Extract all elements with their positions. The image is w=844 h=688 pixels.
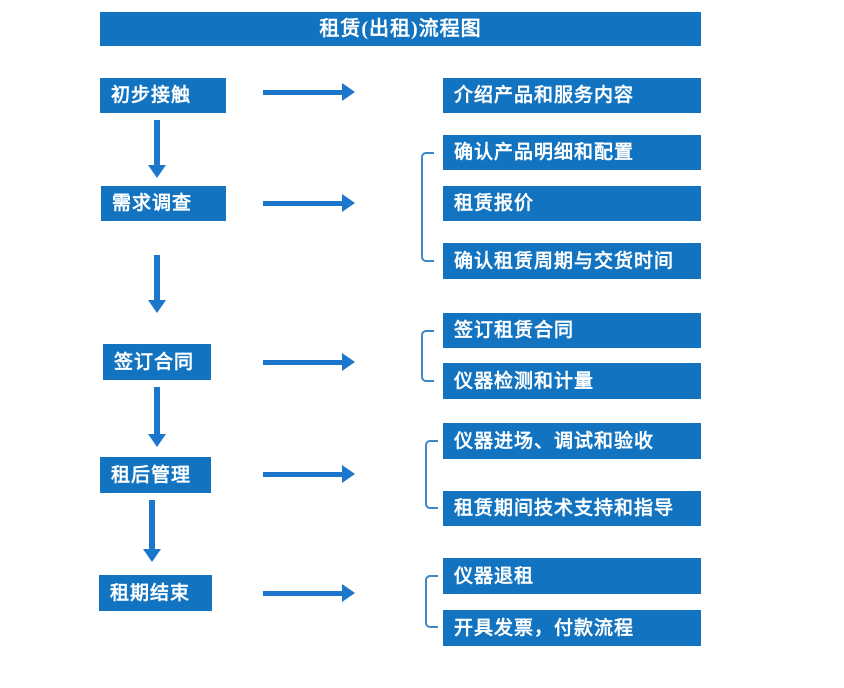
arrow-down-icon (148, 120, 166, 178)
detail-box-instrument-testing: 仪器检测和计量 (443, 363, 701, 399)
step-box-initial-contact: 初步接触 (100, 78, 226, 113)
arrow-down-icon (143, 500, 161, 562)
group-bracket (425, 575, 438, 628)
arrow-shaft (149, 500, 155, 551)
arrow-shaft (263, 591, 344, 596)
arrow-right-icon (263, 584, 355, 602)
step-box-sign-contract: 签订合同 (103, 344, 211, 380)
detail-box-technical-support: 租赁期间技术支持和指导 (443, 491, 701, 526)
detail-box-invoice-payment: 开具发票，付款流程 (443, 610, 701, 646)
arrow-shaft (263, 472, 344, 477)
detail-box-rental-quotation: 租赁报价 (443, 186, 701, 221)
detail-box-confirm-product-config: 确认产品明细和配置 (443, 135, 701, 170)
group-bracket (421, 152, 434, 262)
detail-box-instrument-setup-acceptance: 仪器进场、调试和验收 (443, 423, 701, 459)
detail-box-introduce-products: 介绍产品和服务内容 (443, 78, 701, 113)
step-box-post-rental-management: 租后管理 (100, 457, 211, 493)
arrow-shaft (263, 201, 344, 206)
group-bracket (425, 440, 438, 509)
arrow-shaft (263, 360, 344, 365)
detail-box-sign-rental-contract: 签订租赁合同 (443, 313, 701, 348)
diagram-title: 租赁(出租)流程图 (100, 12, 701, 46)
arrow-right-icon (263, 353, 355, 371)
arrow-right-icon (263, 83, 355, 101)
arrow-down-icon (148, 387, 166, 447)
group-bracket (421, 330, 434, 382)
detail-box-instrument-return: 仪器退租 (443, 558, 701, 594)
step-box-rental-end: 租期结束 (99, 575, 212, 611)
arrow-right-icon (263, 194, 355, 212)
arrow-right-icon (263, 465, 355, 483)
detail-box-confirm-period-delivery: 确认租赁周期与交货时间 (443, 243, 701, 279)
arrow-shaft (154, 120, 160, 167)
arrow-shaft (154, 387, 160, 436)
arrow-shaft (263, 90, 344, 95)
arrow-shaft (154, 255, 160, 302)
step-box-demand-survey: 需求调查 (101, 186, 226, 221)
arrow-down-icon (148, 255, 166, 313)
